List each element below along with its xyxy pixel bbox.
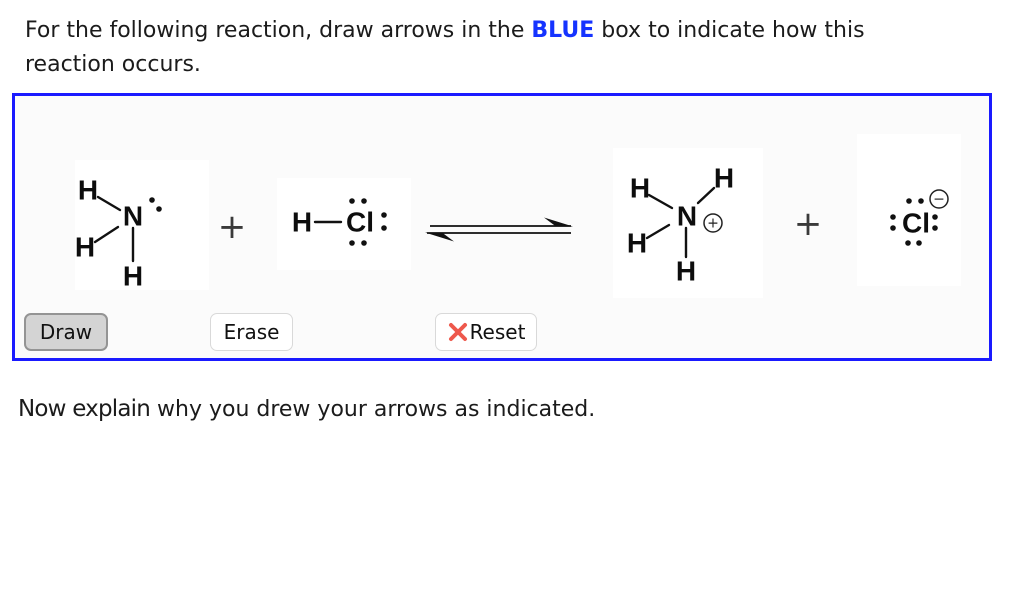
ammonium-canvas	[613, 148, 763, 298]
nh4-nitrogen[interactable]: N	[677, 201, 697, 232]
chloride-lone-pair-left[interactable]	[890, 214, 896, 231]
nh4-bond-h1-n[interactable]	[647, 193, 674, 210]
ammonia-canvas	[75, 160, 209, 290]
reaction-scheme: H H H N + H Cl	[75, 134, 961, 298]
nh3-bond-h2-n[interactable]	[93, 225, 120, 244]
draw-button[interactable]: Draw	[24, 313, 108, 351]
nh3-bond-h1-n[interactable]	[96, 195, 122, 212]
hcl-molecule: H Cl	[292, 198, 387, 246]
nh4-bond-h3-n[interactable]	[645, 223, 671, 240]
chloride-lone-pair-right[interactable]	[932, 214, 938, 231]
instruction-prefix: For the following reaction, draw arrows …	[25, 18, 532, 43]
red-x-icon	[448, 323, 467, 341]
nh4-h-top-left[interactable]: H	[630, 173, 650, 204]
hcl-lone-pair-right[interactable]	[381, 212, 387, 231]
hcl-lone-pair-top[interactable]	[349, 198, 367, 204]
reactant-plus-sign: +	[218, 207, 247, 247]
nh3-h-mid-left[interactable]: H	[75, 232, 95, 263]
followup-text: Now explain why you drew your arrows as …	[18, 396, 595, 422]
draw-button-label: Draw	[39, 320, 93, 344]
nh3-nitrogen[interactable]: N	[123, 201, 143, 232]
positive-charge-icon: +	[703, 213, 723, 233]
chloride-chlorine[interactable]: Cl	[902, 208, 930, 239]
nh3-h-top-left[interactable]: H	[78, 175, 98, 206]
instruction-suffix: box to indicate how this	[594, 18, 865, 43]
chloride-canvas	[857, 134, 961, 286]
followup-rest: why you drew your arrows as indicated.	[150, 397, 596, 422]
ammonia-molecule: H H H N	[75, 175, 162, 292]
instruction-highlight-blue: BLUE	[531, 18, 595, 43]
nh3-h-bottom[interactable]: H	[123, 261, 143, 292]
chloride-ion: Cl −	[890, 189, 949, 246]
hcl-chlorine[interactable]: Cl	[346, 207, 374, 238]
instruction-text: For the following reaction, draw arrows …	[25, 14, 865, 82]
instruction-line-1: For the following reaction, draw arrows …	[25, 14, 865, 48]
reaction-drawing-box[interactable]: H H H N + H Cl	[12, 93, 992, 361]
positive-charge-sign: +	[707, 216, 719, 232]
chloride-lone-pair-bottom[interactable]	[905, 240, 922, 246]
product-plus-sign: +	[794, 204, 823, 244]
nh4-h-mid-left[interactable]: H	[627, 228, 647, 259]
reset-button[interactable]: Reset	[435, 313, 537, 351]
nh4-h-bottom[interactable]: H	[676, 256, 696, 287]
nh4-bond-h2-n[interactable]	[696, 186, 716, 205]
chloride-lone-pair-top[interactable]	[906, 198, 924, 204]
instruction-line-2: reaction occurs.	[25, 52, 201, 77]
hcl-hydrogen[interactable]: H	[292, 207, 312, 238]
negative-charge-icon: −	[929, 189, 949, 209]
equilibrium-arrows-icon	[425, 217, 573, 242]
hcl-lone-pair-bottom[interactable]	[349, 240, 367, 246]
nh4-h-top-right[interactable]: H	[714, 163, 734, 194]
reset-button-label: Reset	[469, 320, 526, 344]
ammonium-molecule: H H H H N +	[627, 163, 734, 287]
hcl-canvas	[277, 178, 411, 270]
erase-button[interactable]: Erase	[210, 313, 293, 351]
negative-charge-sign: −	[933, 192, 945, 208]
nh3-lone-pair[interactable]	[149, 197, 162, 212]
followup-lead: Now explain	[18, 396, 151, 422]
erase-button-label: Erase	[223, 320, 280, 344]
